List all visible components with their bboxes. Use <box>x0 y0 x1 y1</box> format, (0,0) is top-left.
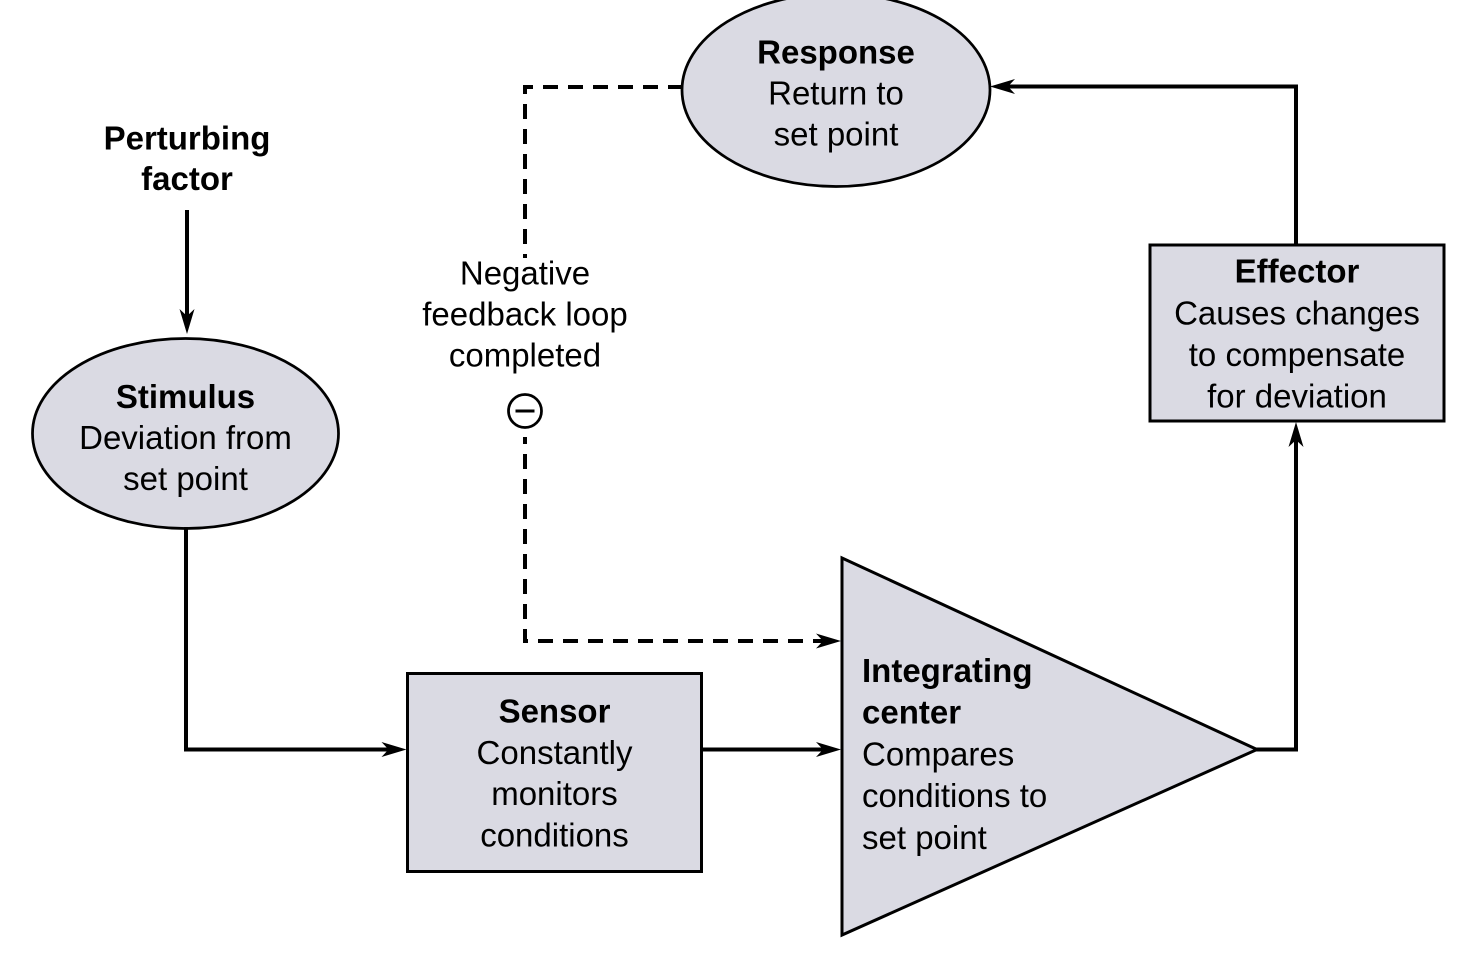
svg-text:Effector: Effector <box>1235 253 1360 290</box>
svg-text:conditions: conditions <box>480 816 629 853</box>
svg-text:completed: completed <box>449 337 601 374</box>
svg-text:Constantly: Constantly <box>477 734 633 771</box>
svg-text:Deviation from: Deviation from <box>79 419 292 456</box>
svg-text:factor: factor <box>141 160 233 197</box>
svg-text:Response: Response <box>757 34 915 71</box>
svg-text:set point: set point <box>774 116 899 153</box>
svg-text:Compares: Compares <box>862 736 1014 773</box>
svg-text:Negative: Negative <box>460 255 590 292</box>
svg-text:Return to: Return to <box>768 75 904 112</box>
svg-text:Stimulus: Stimulus <box>116 378 255 415</box>
svg-text:Perturbing: Perturbing <box>104 120 271 157</box>
svg-text:conditions to: conditions to <box>862 777 1047 814</box>
svg-text:feedback loop: feedback loop <box>422 296 628 333</box>
svg-text:Sensor: Sensor <box>499 693 611 730</box>
svg-text:monitors: monitors <box>491 775 618 812</box>
svg-text:for deviation: for deviation <box>1207 378 1387 415</box>
svg-text:center: center <box>862 694 961 731</box>
svg-text:set point: set point <box>862 819 987 856</box>
svg-text:to compensate: to compensate <box>1189 336 1405 373</box>
svg-text:Causes changes: Causes changes <box>1174 295 1420 332</box>
svg-text:Integrating: Integrating <box>862 652 1033 689</box>
svg-text:set point: set point <box>123 460 248 497</box>
